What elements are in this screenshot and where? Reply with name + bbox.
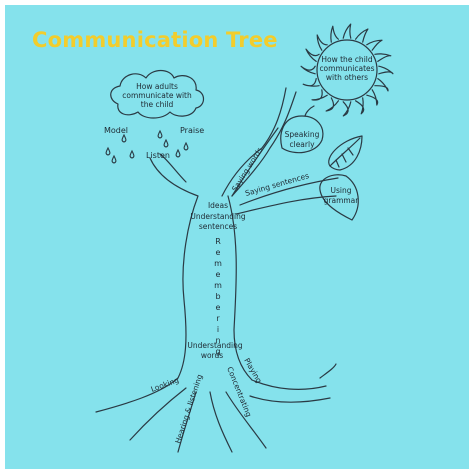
remembering-letter: e: [216, 248, 221, 257]
sun-icon: [300, 23, 394, 117]
sun-ray: [374, 78, 389, 92]
leaf-speaking-shape: [280, 115, 324, 154]
sun-text-line2: communicates: [319, 64, 374, 73]
remembering-letter: b: [215, 292, 220, 301]
leaf-speaking-stem: [304, 105, 315, 117]
sun-ray: [355, 28, 369, 43]
sun-ray: [305, 48, 320, 62]
leaf-grammar-shape: [319, 174, 359, 221]
tree-outline: [95, 87, 339, 453]
trunk-label-understanding-words-1: Understanding: [187, 341, 242, 350]
sun-ray: [342, 23, 352, 39]
leaf-plain-vein: [329, 137, 361, 167]
branch-right-upper: [239, 177, 339, 206]
leaf-speaking-line2: clearly: [289, 140, 315, 149]
remembering-letter: n: [215, 336, 220, 345]
cloud-text-line1: How adults: [136, 82, 178, 91]
trunk-right-edge: [227, 195, 253, 381]
root-right-3: [249, 395, 331, 403]
sun-ray: [366, 89, 379, 106]
root-left-1: [95, 377, 179, 413]
sun-ray: [300, 65, 316, 75]
remembering-letter: m: [214, 281, 222, 290]
raindrop-icon: [105, 146, 111, 156]
branch-label-saying-sentences: Saying sentences: [244, 171, 310, 198]
remembering-letter: r: [216, 314, 220, 323]
remembering-letter: m: [214, 259, 222, 268]
sun-ray: [316, 34, 328, 51]
root-middle: [209, 391, 233, 453]
label-praise: Praise: [180, 126, 204, 135]
label-model: Model: [104, 126, 128, 135]
sun-ray: [374, 53, 392, 62]
diagram-background: [5, 5, 469, 469]
leaf-grammar-line2: grammar: [324, 196, 360, 205]
leaf-grammar-line1: Using: [331, 186, 352, 195]
raindrop-icon: [111, 154, 117, 164]
branch-upper-left-edge: [221, 87, 287, 197]
diagram-title: Communication Tree: [32, 28, 278, 52]
remembering-letter: e: [216, 303, 221, 312]
trunk-label-ideas: Ideas: [208, 201, 228, 210]
remembering-letter: R: [215, 237, 221, 246]
branch-upper-right-edge: [231, 91, 297, 197]
root-label-looking: Looking: [150, 375, 181, 394]
trunk-label-understanding-words-2: words: [201, 351, 223, 360]
root-tip-right: [319, 363, 337, 379]
sun-ray: [325, 97, 339, 112]
left-stub: [159, 153, 187, 183]
sun-ray: [302, 78, 320, 87]
cloud-text-line2: communicate with: [122, 91, 192, 100]
remembering-letter: g: [215, 347, 220, 356]
remembering-letter: i: [217, 325, 219, 334]
sun-text-line1: How the child: [321, 55, 372, 64]
sun-disc: [316, 39, 378, 101]
raindrop-icon: [163, 138, 169, 148]
raindrops: [105, 129, 189, 164]
leaf-plain-shape: [328, 135, 363, 171]
sun-ray: [355, 97, 365, 115]
root-left-2: [129, 387, 187, 441]
sun-ray: [330, 25, 339, 43]
sun-ray: [366, 39, 383, 51]
root-right-1: [225, 391, 267, 449]
raindrop-icon: [183, 141, 189, 151]
trunk-label-remembering: R e m e m b e r i n g: [214, 237, 222, 356]
raindrop-icon: [175, 148, 181, 158]
branch-right-lower: [235, 195, 337, 215]
root-left-3: [177, 391, 197, 453]
raindrop-icon: [129, 149, 135, 159]
raindrop-icon: [121, 133, 127, 143]
trunk-label-understanding-sentences-1: Understanding: [190, 212, 245, 221]
root-label-concentrating: Concentrating: [225, 365, 253, 418]
label-listen: Listen: [146, 151, 170, 160]
sun-ray: [311, 89, 328, 101]
cloud-text-line3: the child: [141, 100, 174, 109]
root-right-2: [251, 379, 327, 390]
trunk-left-edge: [149, 157, 199, 379]
leaf-speaking-line1: Speaking: [285, 130, 320, 139]
sun-rays: [300, 23, 394, 117]
cloud-shape: [110, 69, 205, 119]
sun-ray: [378, 65, 394, 75]
leaves: [280, 105, 363, 221]
raindrop-icon: [157, 129, 163, 139]
twig-speaking: [231, 127, 279, 197]
sun-ray: [342, 101, 352, 117]
remembering-letter: e: [216, 270, 221, 279]
leaf-plain-vein-lines: [335, 147, 354, 168]
trunk-label-understanding-sentences-2: sentences: [199, 222, 237, 231]
sun-text-line3: with others: [326, 73, 368, 82]
